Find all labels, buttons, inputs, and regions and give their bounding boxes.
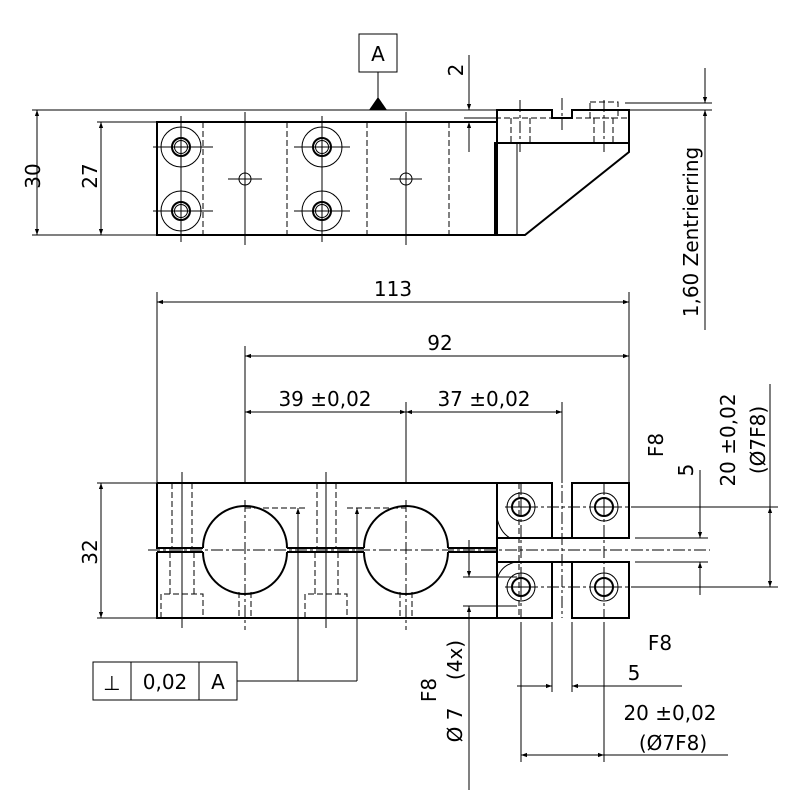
center-lines [180,112,422,245]
hole-count-label: (4x) [443,640,467,680]
front-view: 113 92 39 ±0,02 37 ±0,02 32 F8 5 20 ±0,0… [78,277,778,790]
dim-37-label: 37 ±0,02 [437,387,530,411]
dim-centering-ring-label: 1,60 Zentrierring [679,147,703,318]
right-gap-label: 5 [674,464,698,477]
center-lines [148,470,710,630]
fcf-datum: A [211,670,225,694]
right-spacing-note-label: (Ø7F8) [746,406,770,474]
dim-2-label: 2 [444,64,468,77]
bottom-spacing-label: 20 ±0,02 [623,701,716,725]
extension-lines [97,292,778,762]
feature-control-frame: ⊥ 0,02 A [92,508,360,701]
datum-label: A [371,42,385,66]
hole-tolerance-label: F8 [417,678,441,702]
dim-92-label: 92 [427,331,452,355]
dim-113-label: 113 [374,277,412,301]
perpendicularity-icon: ⊥ [103,671,120,695]
hole-diameter-label: Ø 7 [443,708,467,743]
dim-39-label: 39 ±0,02 [278,387,371,411]
right-tolerance-label: F8 [644,433,668,457]
counterbore-hole-top [153,126,350,232]
pin-hole [238,172,252,186]
bottom-gap-label: 5 [628,661,641,685]
dim-27-label: 27 [78,163,102,188]
pin-hole [399,172,413,186]
fcf-tolerance: 0,02 [143,670,188,694]
right-spacing-label: 20 ±0,02 [716,393,740,486]
hidden-lines [202,122,450,235]
datum-triangle-icon [369,97,387,110]
hidden-lines [160,483,520,618]
bottom-tolerance-label: F8 [648,631,672,655]
top-view: A 30 27 2 1,60 Zentrierring [21,33,712,330]
bottom-spacing-note-label: (Ø7F8) [639,731,707,755]
clamp-body-outline [156,121,498,236]
dim-30-label: 30 [21,163,45,188]
datum-a-symbol: A [358,33,398,110]
dim-32-label: 32 [78,539,102,564]
bracket-outline [494,109,630,236]
